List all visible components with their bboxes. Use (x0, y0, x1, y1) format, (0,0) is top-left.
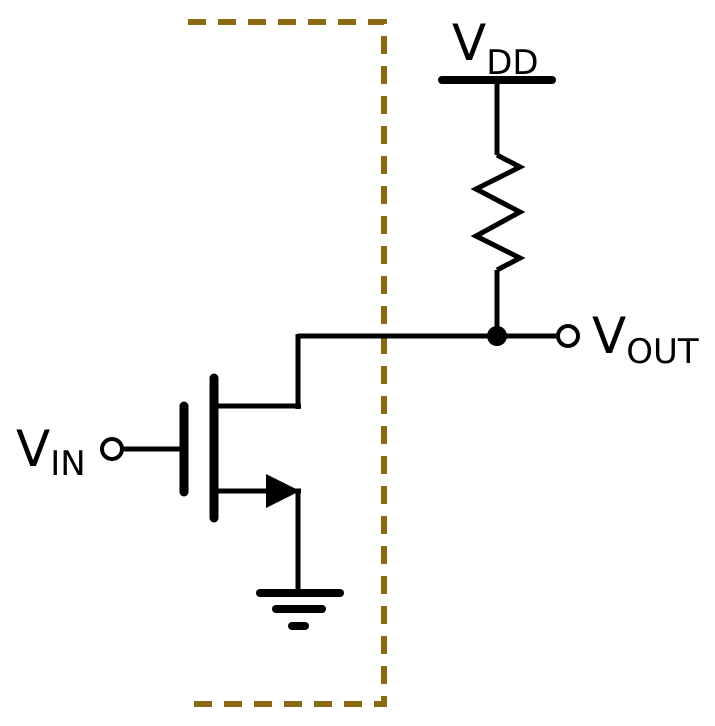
pull-up-resistor (470, 152, 526, 273)
vout-terminal (556, 324, 580, 348)
vout-label: VOUT (592, 307, 699, 372)
source-arrow-icon (266, 474, 300, 508)
vin-label: VIN (16, 420, 86, 484)
output-node-dot (487, 326, 507, 346)
vin-terminal (100, 437, 124, 461)
ground-symbol (256, 589, 344, 630)
dashed-boundary (188, 19, 387, 707)
vdd-label: VDD (452, 14, 539, 83)
